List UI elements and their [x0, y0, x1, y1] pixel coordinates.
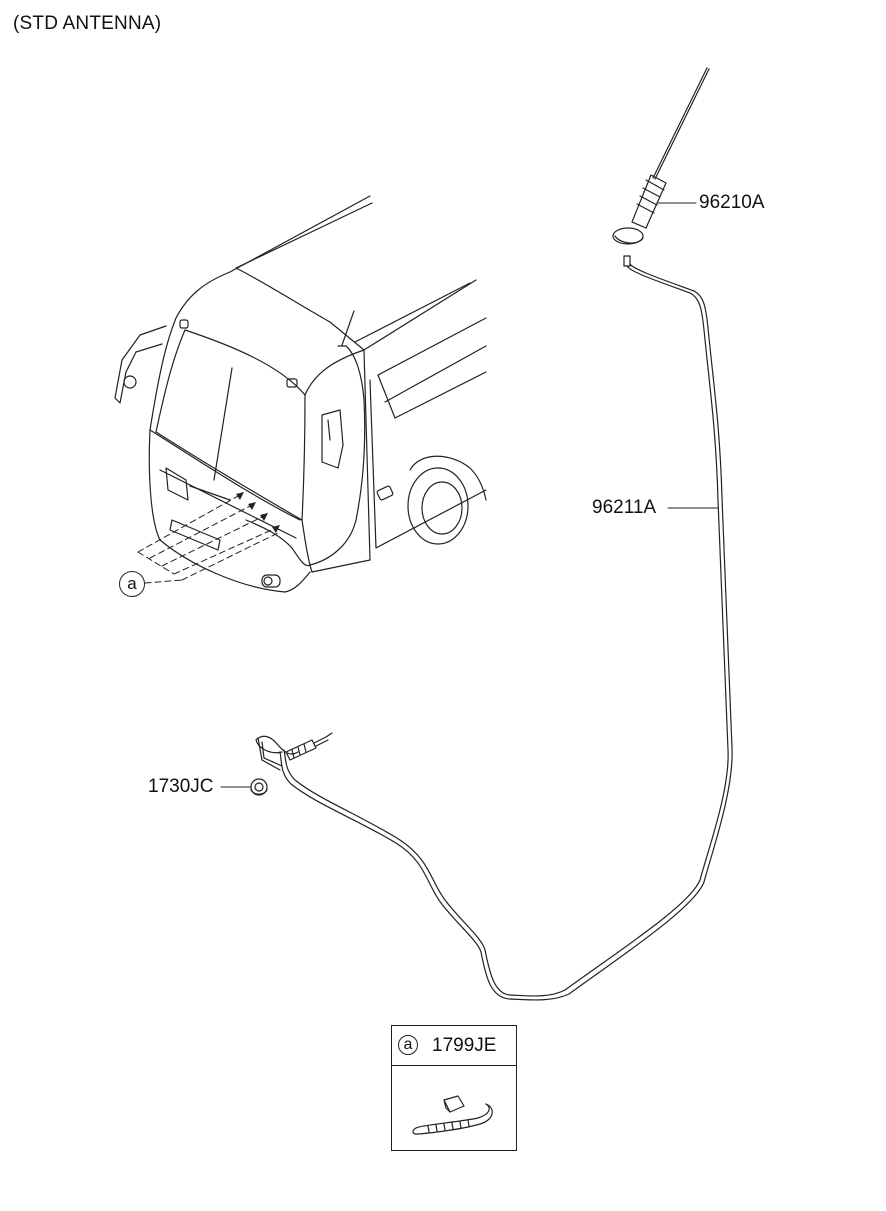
- arrow-heads: [236, 492, 280, 533]
- legend-box: a 1799JE: [391, 1025, 517, 1151]
- clip-leader-arrows: [137, 494, 281, 584]
- legend-header: a 1799JE: [392, 1026, 516, 1066]
- plug-connector-icon: [255, 732, 333, 771]
- cable-tie-clip-icon: [412, 1095, 493, 1135]
- page-title: (STD ANTENNA): [13, 13, 162, 34]
- bus-front-view-icon: [114, 195, 487, 593]
- legend-part-code: 1799JE: [432, 1035, 497, 1056]
- reference-marker-a: a: [119, 571, 145, 597]
- antenna-mast-icon: [612, 67, 710, 267]
- antenna-cable-icon: [279, 263, 733, 1001]
- callout-antenna-mast: 96210A: [699, 192, 765, 213]
- callout-antenna-cable: 96211A: [592, 497, 657, 518]
- callout-grommet: 1730JC: [148, 776, 214, 797]
- legend-marker-a: a: [398, 1035, 418, 1055]
- grommet-icon: [250, 778, 268, 796]
